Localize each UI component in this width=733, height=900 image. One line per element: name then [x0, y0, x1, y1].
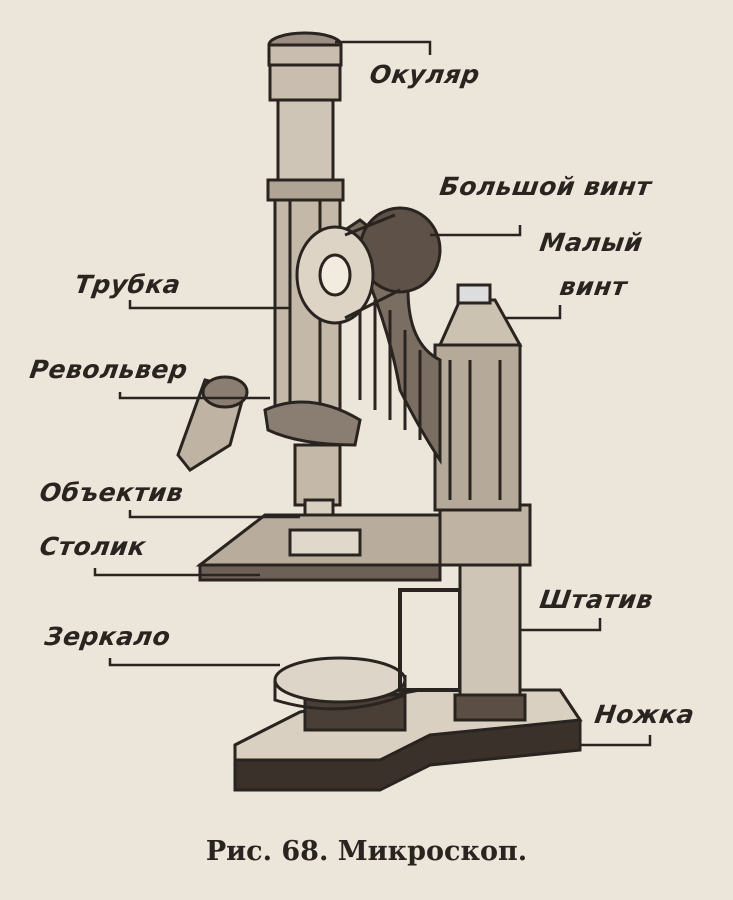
- stage: [195, 513, 442, 582]
- figure-caption: Рис. 68. Микроскоп.: [205, 836, 528, 867]
- label-stage: Столик: [37, 532, 148, 561]
- label-mirror: Зеркало: [42, 622, 173, 651]
- leader-lines: [93, 40, 652, 747]
- foot-base: [233, 688, 583, 792]
- label-revolver: Револьвер: [27, 355, 190, 384]
- label-fine-screw-line2: винт: [557, 272, 630, 301]
- label-fine-screw-line1: Малый: [537, 228, 645, 257]
- stand-pillar: [433, 283, 532, 722]
- tube: [266, 31, 345, 412]
- label-coarse-screw: Большой винт: [437, 172, 654, 201]
- label-stand: Штатив: [537, 585, 656, 614]
- label-foot: Ножка: [592, 700, 697, 729]
- mirror: [273, 588, 462, 732]
- label-objective: Объектив: [37, 478, 186, 507]
- label-tube: Трубка: [72, 270, 183, 299]
- label-eyepiece: Окуляр: [367, 60, 482, 89]
- coarse-knob: [295, 206, 442, 325]
